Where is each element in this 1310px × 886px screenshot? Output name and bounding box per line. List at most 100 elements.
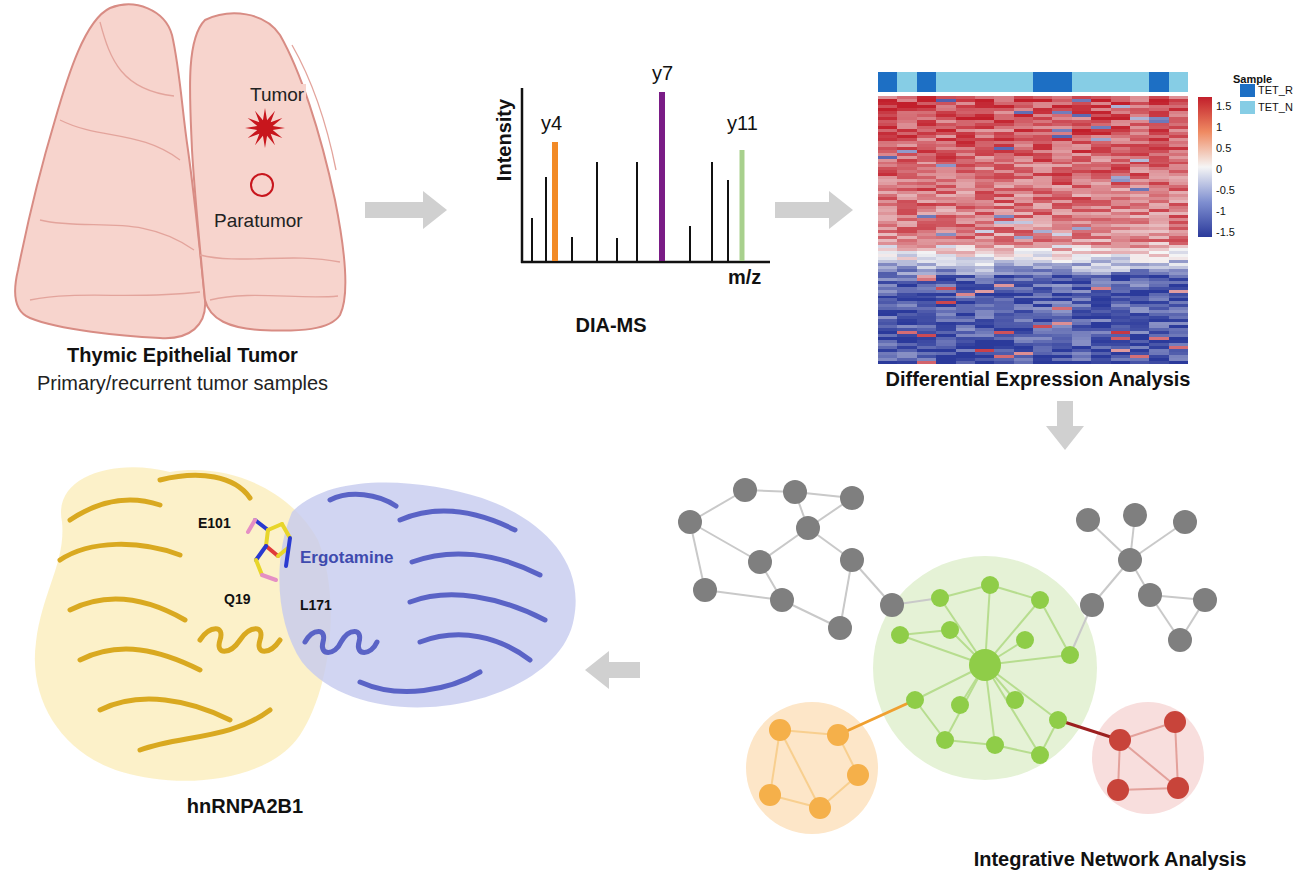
heatmap-cell: [1033, 254, 1053, 257]
heatmap-cell: [1052, 215, 1072, 218]
heatmap-cell: [1014, 215, 1034, 218]
heatmap-cell: [936, 129, 956, 132]
heatmap-cell: [975, 275, 995, 278]
heatmap-cell: [1130, 343, 1150, 346]
heatmap-cell: [878, 316, 898, 319]
heatmap-cell: [1111, 105, 1131, 108]
heatmap-cell: [1072, 191, 1092, 194]
heatmap-cell: [1014, 340, 1034, 343]
heatmap-cell: [956, 176, 976, 179]
heatmap-cell: [956, 263, 976, 266]
ion-label: y4: [541, 112, 562, 135]
heatmap-cell: [994, 284, 1014, 287]
heatmap-cell: [897, 209, 917, 212]
heatmap-cell: [994, 224, 1014, 227]
heatmap-cell: [936, 227, 956, 230]
heatmap-cell: [1052, 218, 1072, 221]
heatmap-cell: [1169, 215, 1189, 218]
heatmap-cell: [1169, 188, 1189, 191]
heatmap-cell: [1149, 129, 1169, 132]
heatmap-cell: [1091, 254, 1111, 257]
heatmap-cell: [1130, 263, 1150, 266]
heatmap-cell: [956, 346, 976, 349]
heatmap-cell: [1014, 254, 1034, 257]
heatmap-cell: [1033, 245, 1053, 248]
heatmap-cell: [1072, 346, 1092, 349]
heatmap-cell: [936, 239, 956, 242]
heatmap-cell: [1111, 167, 1131, 170]
heatmap-cell: [1091, 150, 1111, 153]
heatmap-cell: [994, 185, 1014, 188]
heatmap-cell: [975, 150, 995, 153]
flow-arrow: [365, 191, 447, 229]
module-region: [746, 702, 878, 834]
heatmap-cell: [975, 239, 995, 242]
heatmap-cell: [936, 278, 956, 281]
heatmap-cell: [1111, 182, 1131, 185]
heatmap-cell: [956, 331, 976, 334]
heatmap-cell: [1091, 296, 1111, 299]
heatmap-cell: [897, 167, 917, 170]
heatmap-cell: [878, 170, 898, 173]
heatmap-cell: [917, 99, 937, 102]
heatmap-cell: [897, 275, 917, 278]
ligand-label: Ergotamine: [300, 548, 394, 568]
heatmap-cell: [994, 123, 1014, 126]
heatmap-cell: [1111, 287, 1131, 290]
heatmap-cell: [1072, 322, 1092, 325]
heatmap-cell: [1091, 129, 1111, 132]
heatmap-cell: [975, 156, 995, 159]
protein-ribbon: [400, 511, 515, 530]
heatmap-cell: [897, 176, 917, 179]
heatmap-cell: [1052, 352, 1072, 355]
heatmap-cell: [1111, 313, 1131, 316]
heatmap-cell: [1091, 224, 1111, 227]
heatmap-cell: [975, 319, 995, 322]
heatmap-cell: [1033, 301, 1053, 304]
heatmap-cell: [1091, 135, 1111, 138]
heatmap-cell: [917, 260, 937, 263]
heatmap-cell: [1149, 251, 1169, 254]
heatmap-cell: [975, 96, 995, 99]
network-node: [986, 736, 1004, 754]
heatmap-cell: [1149, 114, 1169, 117]
heatmap-cell: [975, 176, 995, 179]
heatmap-cell: [897, 349, 917, 352]
heatmap-cell: [1111, 275, 1131, 278]
heatmap-cell: [994, 272, 1014, 275]
sample-bar: [1091, 72, 1111, 92]
heatmap-cell: [1052, 200, 1072, 203]
heatmap-cell: [975, 153, 995, 156]
heatmap-cell: [1149, 346, 1169, 349]
heatmap-cell: [917, 304, 937, 307]
heatmap-cell: [936, 162, 956, 165]
heatmap-cell: [994, 144, 1014, 147]
heatmap-cell: [1149, 224, 1169, 227]
heatmap-cell: [1033, 322, 1053, 325]
heatmap-cell: [1130, 296, 1150, 299]
heatmap-cell: [994, 263, 1014, 266]
network: [678, 478, 1217, 834]
heatmap-cell: [1033, 290, 1053, 293]
protein-ribbon: [305, 632, 377, 653]
heatmap-cell: [1130, 236, 1150, 239]
heatmap-cell: [1072, 236, 1092, 239]
heatmap-cell: [1072, 96, 1092, 99]
heatmap-cell: [1130, 173, 1150, 176]
heatmap-cell: [1111, 343, 1131, 346]
heatmap-cell: [1033, 227, 1053, 230]
heatmap-cell: [975, 218, 995, 221]
heatmap-cell: [1130, 197, 1150, 200]
lobule-line: [30, 292, 200, 300]
heatmap-cell: [897, 120, 917, 123]
heatmap-cell: [1149, 191, 1169, 194]
heatmap-cell: [936, 176, 956, 179]
heatmap-cell: [1091, 164, 1111, 167]
heatmap-cell: [878, 325, 898, 328]
heatmap-cell: [1130, 191, 1150, 194]
heatmap-cell: [917, 346, 937, 349]
heatmap-cell: [1149, 200, 1169, 203]
heatmap-cell: [1014, 361, 1034, 364]
heatmap-cell: [1014, 221, 1034, 224]
